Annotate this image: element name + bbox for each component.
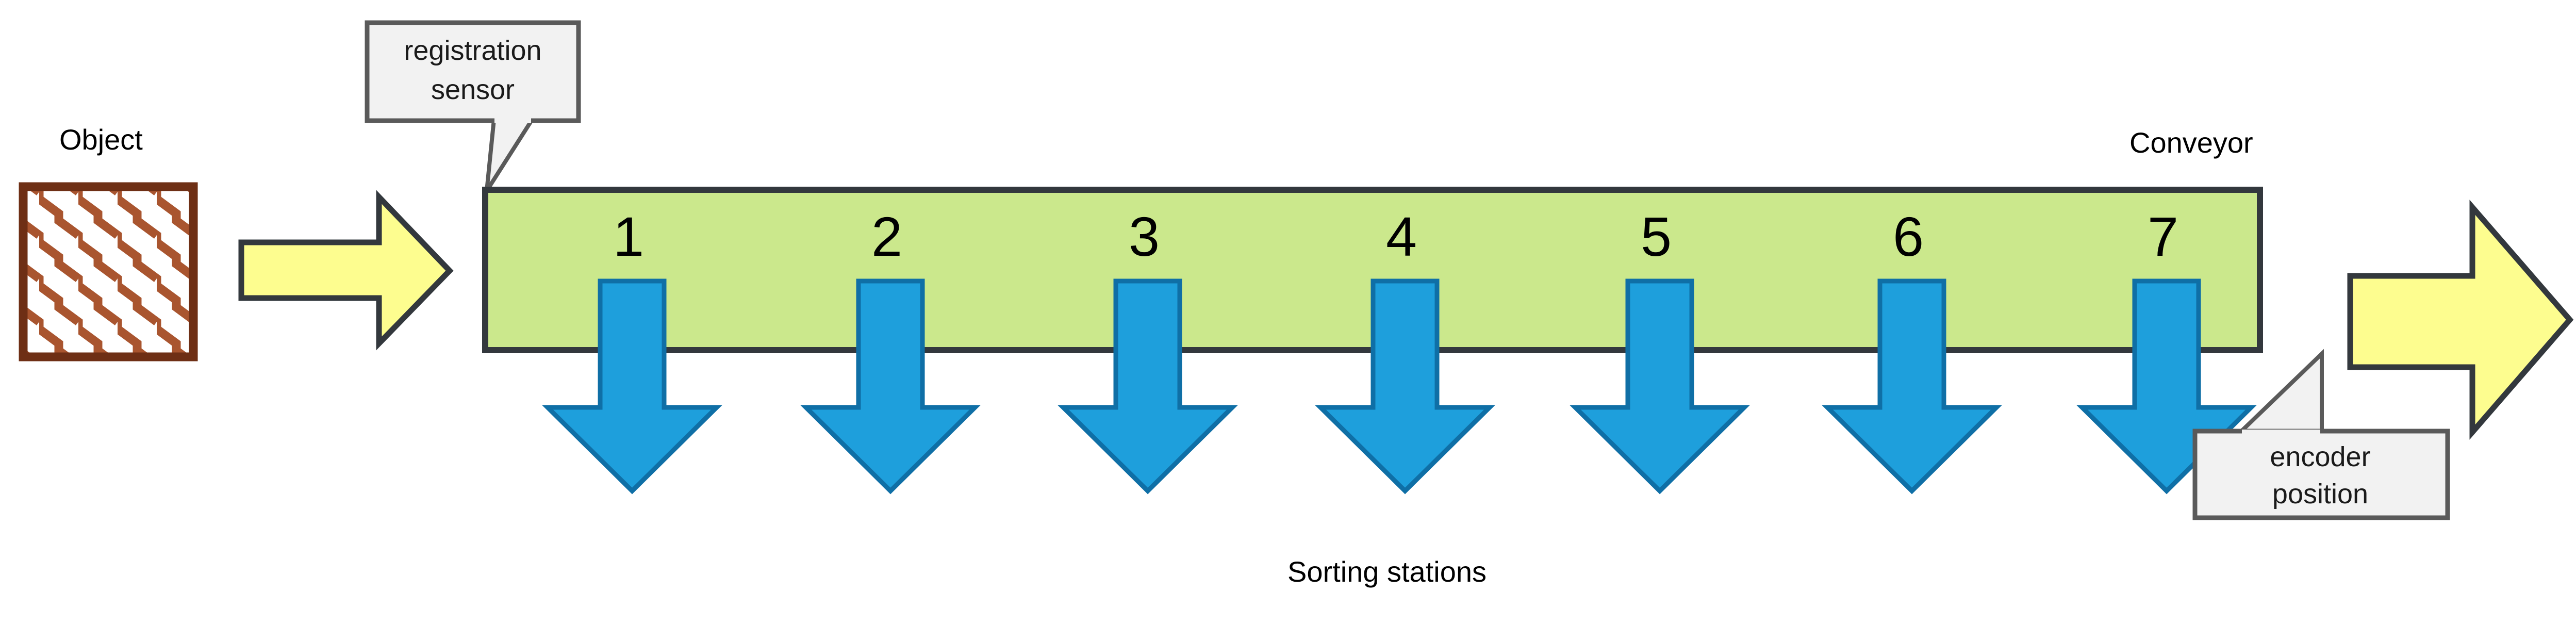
registration-sensor-callout[interactable]: registration sensor xyxy=(365,20,581,192)
object-block xyxy=(19,182,198,361)
registration-sensor-line2: sensor xyxy=(431,74,515,105)
station-number-3: 3 xyxy=(1129,205,1160,268)
outlet-flow-arrow-body xyxy=(2347,200,2574,440)
encoder-position-callout-tail xyxy=(2235,349,2324,434)
sorting-station-arrow-5[interactable] xyxy=(1570,278,1750,495)
conveyor-label: Conveyor xyxy=(2129,126,2253,159)
inlet-flow-arrow xyxy=(238,190,454,351)
station-number-4: 4 xyxy=(1386,205,1417,268)
registration-sensor-line1: registration xyxy=(404,35,541,66)
encoder-position-line2: position xyxy=(2272,479,2368,509)
registration-sensor-callout-box xyxy=(365,20,581,123)
encoder-position-line1: encoder xyxy=(2270,441,2370,472)
sorting-station-arrow-4[interactable] xyxy=(1315,278,1495,495)
object-label: Object xyxy=(59,123,143,156)
sorting-station-arrows xyxy=(542,278,2257,495)
station-number-7: 7 xyxy=(2148,205,2178,268)
station-number-5: 5 xyxy=(1641,205,1672,268)
object-block-border xyxy=(19,182,198,361)
sorting-station-arrow-6[interactable] xyxy=(1822,278,2002,495)
sorting-station-arrow-1[interactable] xyxy=(542,278,722,495)
station-numbers: 1 2 3 4 5 6 7 xyxy=(613,205,2178,268)
station-number-2: 2 xyxy=(871,205,902,268)
station-number-1: 1 xyxy=(613,205,644,268)
registration-sensor-callout-tail xyxy=(485,118,536,192)
sorting-station-arrow-2[interactable] xyxy=(800,278,981,495)
encoder-position-callout[interactable]: encoder position xyxy=(2192,349,2450,520)
encoder-position-callout-box xyxy=(2192,429,2450,520)
station-number-6: 6 xyxy=(1893,205,1924,268)
sorting-station-arrow-3[interactable] xyxy=(1058,278,1238,495)
sorting-stations-label: Sorting stations xyxy=(1287,555,1487,588)
